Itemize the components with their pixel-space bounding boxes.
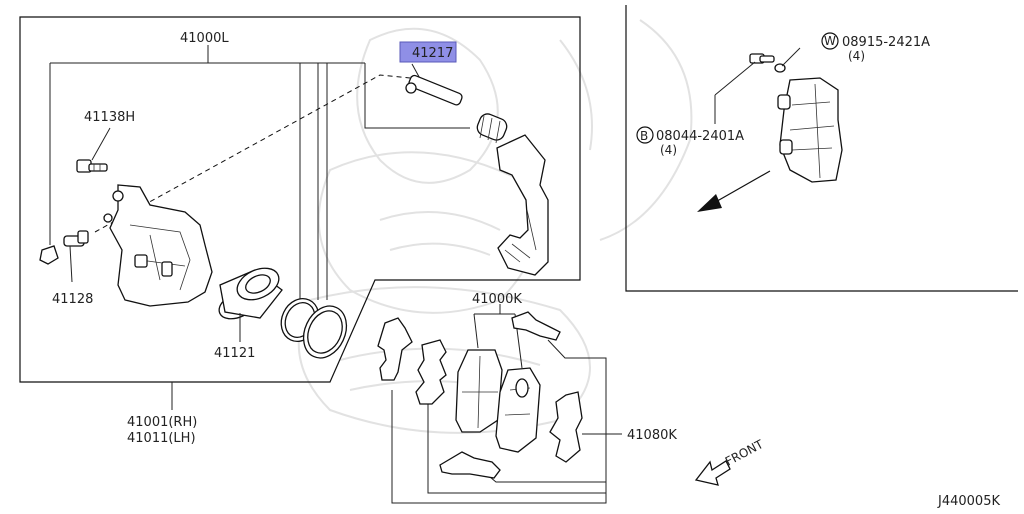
installed-caliper xyxy=(777,77,843,183)
washer-circle-letter: W xyxy=(824,34,836,48)
right-frame xyxy=(625,5,1018,292)
label-pad-kit: 41000K xyxy=(472,292,522,307)
label-caliper-lh: 41011(LH) xyxy=(127,431,196,446)
label-connector: 41128 xyxy=(52,292,93,307)
pin-boot-highlight xyxy=(399,41,457,63)
label-washer-qty: (4) xyxy=(848,49,865,63)
pad-spring-top xyxy=(511,311,561,341)
pad-kit-leaders xyxy=(391,304,622,504)
label-bolt-part: 08044-2401A xyxy=(656,129,744,144)
piston xyxy=(218,267,283,342)
inner-shim xyxy=(415,339,447,405)
brake-pad-inner xyxy=(495,367,541,453)
bolt-circle-letter: B xyxy=(640,129,648,143)
label-pin-boot: 41217 xyxy=(412,46,453,61)
outer-shim xyxy=(377,317,413,381)
pin-axis-dashed xyxy=(94,74,411,233)
left-frame xyxy=(19,16,581,383)
caliper-body xyxy=(103,184,213,307)
label-caliper-assy: 41000L xyxy=(180,31,229,46)
label-washer-part: 08915-2421A xyxy=(842,35,930,50)
bleeder-screw xyxy=(76,127,111,173)
connector-bolt xyxy=(39,230,89,283)
torque-member xyxy=(496,134,549,276)
label-caliper-rh: 41001(RH) xyxy=(127,415,197,430)
pin-boot xyxy=(476,113,508,144)
label-diagram-code: J440005K xyxy=(937,494,1000,509)
label-front: FRONT xyxy=(723,437,766,469)
bolt-circle xyxy=(636,126,654,144)
pad-retainer-bottom xyxy=(439,451,501,479)
slide-pin xyxy=(405,74,463,106)
label-shim-kit: 41080K xyxy=(627,428,677,443)
caliper-assy-leaders xyxy=(49,45,470,300)
label-bolt-qty: (4) xyxy=(660,143,677,157)
installed-bolt xyxy=(714,47,801,124)
label-piston: 41121 xyxy=(214,346,255,361)
pad-shim-right xyxy=(549,391,583,463)
washer-circle xyxy=(821,32,839,50)
brake-pad-outer xyxy=(455,349,503,433)
label-bleeder: 41138H xyxy=(84,110,135,125)
front-arrow xyxy=(694,460,731,486)
direction-arrow xyxy=(697,170,771,212)
